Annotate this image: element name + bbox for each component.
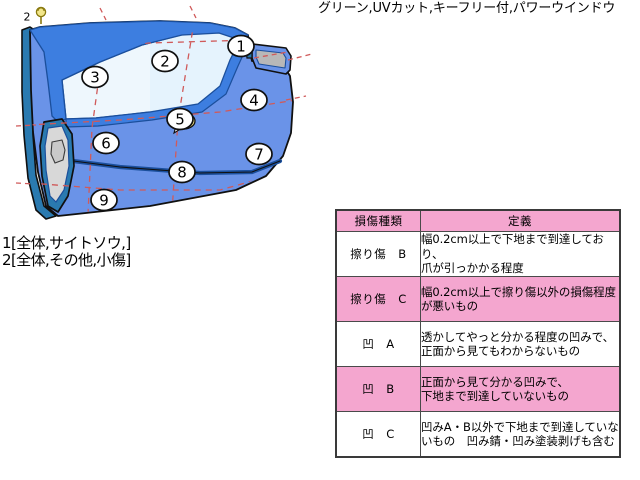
definition-line: 凹みA・B以外で下地まで到達していな bbox=[421, 419, 619, 434]
zone-badge-label: 6 bbox=[101, 135, 111, 153]
definition-line: いもの 凹み錆・凹み塗装剥げも含む bbox=[421, 434, 615, 448]
zone-badge-7: 7 bbox=[245, 142, 273, 166]
zone-badge-label: 5 bbox=[175, 111, 185, 129]
side-mirror bbox=[245, 43, 292, 75]
zone-badge-circle bbox=[245, 142, 273, 166]
cell-definition: 正面から見て分かる凹みで、下地まで到達していないもの bbox=[420, 366, 621, 412]
zone-badge-6: 6 bbox=[92, 131, 120, 155]
definition-line: が悪いもの bbox=[421, 299, 478, 313]
definition-line: 幅0.2cm以上で擦り傷以外の損傷程度 bbox=[421, 284, 616, 299]
door-crease-line bbox=[47, 155, 283, 176]
definition-line: 透かしてやっと分かる程度の凹みで、 bbox=[421, 329, 614, 344]
definition-line: 爪が引っかかる程度 bbox=[421, 261, 524, 276]
zone-badge-label: 4 bbox=[249, 92, 259, 110]
zone-badge-2: 2 bbox=[151, 49, 179, 73]
damage-marker-pin-2: 2 bbox=[24, 6, 47, 24]
zone-badge-9: 9 bbox=[90, 188, 118, 212]
definition-line: 下地まで到達していないもの bbox=[421, 389, 569, 403]
table-header-row: 損傷種類 定義 bbox=[335, 209, 621, 232]
cell-definition: 透かしてやっと分かる程度の凹みで、正面から見てもわからないもの bbox=[420, 321, 621, 367]
zone-badge-circle bbox=[90, 188, 118, 212]
zone-badge-label: 8 bbox=[177, 164, 187, 182]
zone-badge-label: 2 bbox=[160, 53, 170, 71]
zone-badge-3: 3 bbox=[81, 65, 109, 89]
zone-badge-8: 8 bbox=[168, 160, 196, 184]
cell-definition: 幅0.2cm以上で下地まで到達しており、爪が引っかかる程度 bbox=[420, 231, 621, 277]
cell-definition: 凹みA・B以外で下地まで到達していないもの 凹み錆・凹み塗装剥げも含む bbox=[420, 411, 621, 458]
cell-damage-type: 擦り傷 B bbox=[335, 231, 421, 277]
zone-badge-circle bbox=[240, 88, 268, 112]
header-damage-type: 損傷種類 bbox=[335, 209, 421, 232]
pin-2-label: 2 bbox=[24, 11, 31, 24]
zone-badge-group: 1 2 3 4 5 6 7 8 9 bbox=[81, 34, 273, 212]
vehicle-spec-text: グリーン,UVカット,キーフリー付,パワーウインドウ bbox=[318, 1, 616, 16]
cell-damage-type: 擦り傷 C bbox=[335, 276, 421, 322]
definition-line: 正面から見てもわからないもの bbox=[421, 344, 581, 358]
zone-badge-circle bbox=[227, 34, 255, 58]
damage-note-item: 2[全体,その他,小傷] bbox=[2, 251, 131, 269]
zone-badge-circle bbox=[81, 65, 109, 89]
zone-badge-5: 5 bbox=[166, 107, 194, 131]
zone-badge-label: 1 bbox=[236, 38, 246, 56]
definition-line: 幅0.2cm以上で下地まで到達しており、 bbox=[421, 232, 604, 261]
zone-badge-4: 4 bbox=[240, 88, 268, 112]
car-door-damage-diagram: 2 1 2 3 4 5 6 7 8 9 bbox=[0, 0, 320, 235]
cell-damage-type: 凹 A bbox=[335, 321, 421, 367]
header-definition: 定義 bbox=[420, 209, 621, 232]
damage-note-list: 1[全体,サイトソウ,] 2[全体,その他,小傷] bbox=[2, 235, 131, 269]
cell-damage-type: 凹 B bbox=[335, 366, 421, 412]
zone-badge-circle bbox=[166, 107, 194, 131]
zone-badge-circle bbox=[92, 131, 120, 155]
damage-note-item: 1[全体,サイトソウ,] bbox=[2, 234, 131, 252]
zone-badge-label: 7 bbox=[254, 146, 264, 164]
zone-badge-circle bbox=[151, 49, 179, 73]
cell-definition: 幅0.2cm以上で擦り傷以外の損傷程度が悪いもの bbox=[420, 276, 621, 322]
zone-badge-1: 1 bbox=[227, 34, 255, 58]
zone-badge-label: 9 bbox=[99, 192, 109, 210]
zone-badge-label: 3 bbox=[90, 69, 100, 87]
door-handle-recess bbox=[39, 118, 75, 213]
definition-line: 正面から見て分かる凹みで、 bbox=[421, 374, 569, 389]
cell-damage-type: 凹 C bbox=[335, 411, 421, 458]
zone-badge-circle bbox=[168, 160, 196, 184]
